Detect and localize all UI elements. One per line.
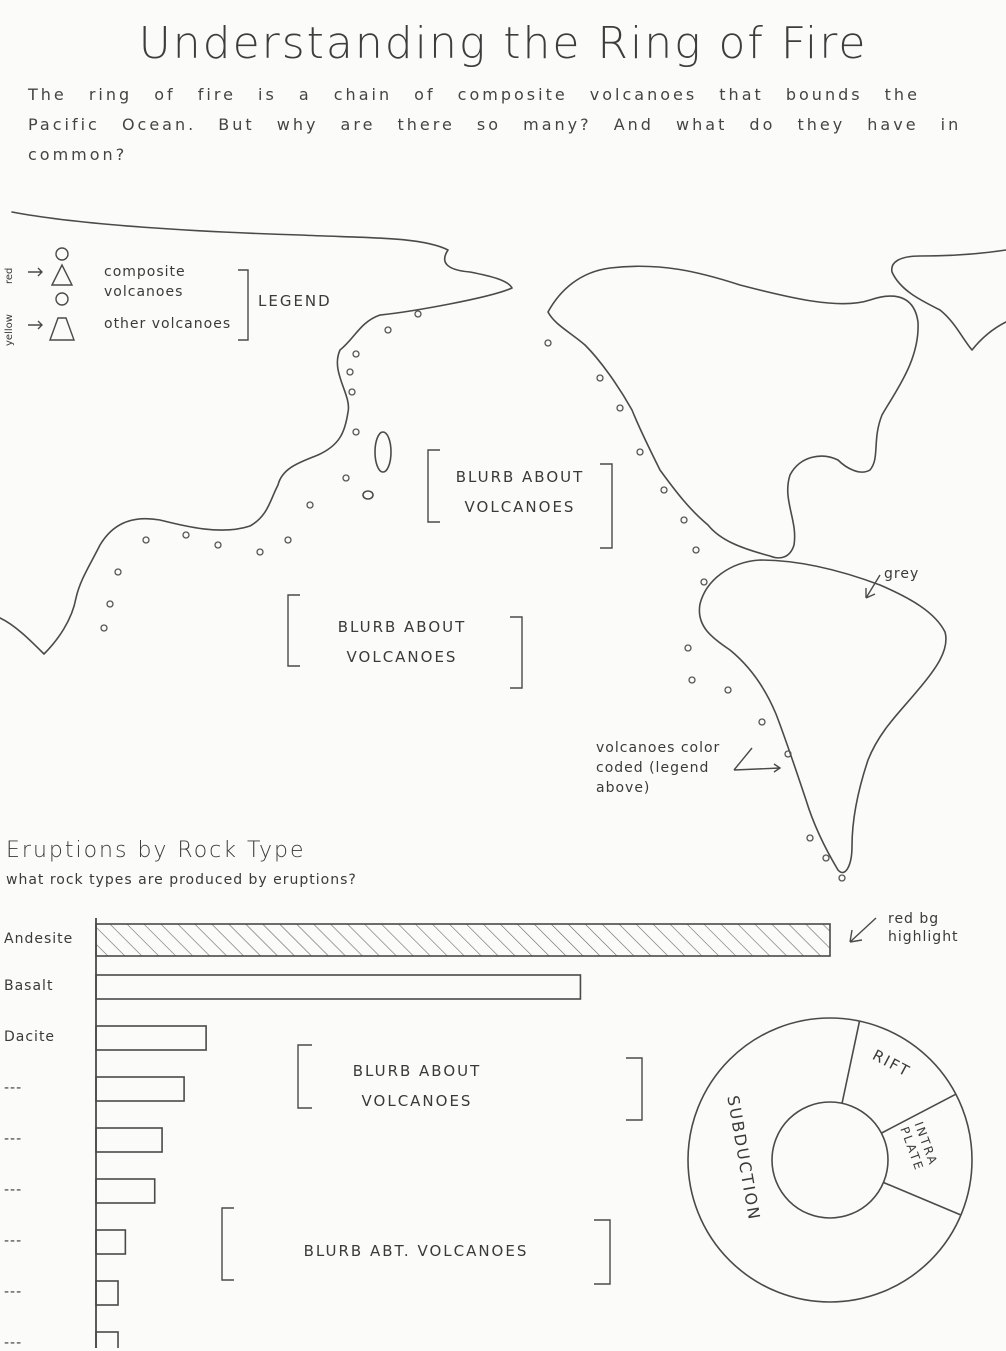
- volcano-dot: [688, 676, 696, 684]
- volcano-dot: [680, 516, 688, 524]
- bar-label: ---: [4, 1080, 23, 1096]
- donut-slice-divider: [883, 1181, 962, 1216]
- blurb-bracket-left: [427, 449, 440, 523]
- page-title: Understanding the Ring of Fire: [138, 18, 868, 69]
- rock-chart-title: Eruptions by Rock Type: [6, 838, 306, 863]
- legend-yellow-note: yellow: [4, 314, 15, 346]
- bar-andesite: [95, 923, 831, 957]
- legend-arrow-icon: [28, 320, 43, 330]
- other-plume-icon: [55, 292, 69, 306]
- volcano-dot: [346, 368, 354, 376]
- chart-blurb-bracket-left: [221, 1207, 234, 1281]
- blurb-bracket-left: [287, 594, 300, 667]
- bar-label: Basalt: [4, 978, 54, 994]
- volcano-color-note: volcanoes color coded (legend above): [596, 740, 721, 796]
- donut-inner-ring: [771, 1101, 889, 1219]
- volcano-dot: [544, 339, 552, 347]
- donut-slice-divider: [881, 1093, 957, 1134]
- bar-label: Andesite: [4, 931, 74, 947]
- legend-other-label: other volcanoes: [104, 316, 232, 332]
- volcano-dot: [724, 686, 732, 694]
- volcano-dot: [106, 600, 114, 608]
- bar-label: ---: [4, 1335, 23, 1351]
- volcano-dot: [838, 874, 846, 882]
- chart-blurb-bracket-right: [626, 1057, 643, 1121]
- legend-heading: LEGEND: [258, 292, 332, 310]
- rock-chart-subtitle: what rock types are produced by eruption…: [6, 872, 357, 888]
- volcano-dot: [142, 536, 150, 544]
- volcano-dot: [414, 310, 422, 318]
- volcano-dot: [822, 854, 830, 862]
- europe-coastline: [891, 249, 1006, 351]
- grey-note-arrow-icon: [865, 574, 881, 599]
- bar-dacite: [95, 1025, 207, 1051]
- volcano-dot: [596, 374, 604, 382]
- chart-blurb-1: BLURB ABOUT VOLCANOES: [352, 1062, 482, 1110]
- volcano-dot: [342, 474, 350, 482]
- volcano-dot: [100, 624, 108, 632]
- bar-unlabeled-4: [95, 1127, 163, 1153]
- composite-volcano-icon: [50, 263, 74, 286]
- chart-blurb-bracket-left: [297, 1044, 312, 1109]
- volcano-dot: [616, 404, 624, 412]
- bar-unlabeled-8: [95, 1331, 119, 1348]
- legend-red-note: red: [4, 267, 15, 284]
- volcano-dot: [284, 536, 292, 544]
- volcano-dot: [348, 388, 356, 396]
- volcano-dot: [660, 486, 668, 494]
- volcano-dot: [352, 428, 360, 436]
- volcano-note-arrow-icon: [733, 747, 782, 773]
- grey-note: grey: [884, 566, 920, 582]
- south-america-coastline: [698, 559, 947, 874]
- volcano-dot: [182, 531, 190, 539]
- bar-label: ---: [4, 1131, 23, 1147]
- volcano-dot: [684, 644, 692, 652]
- donut-outer-ring: [687, 1017, 973, 1303]
- bar-label: ---: [4, 1233, 23, 1249]
- asia-coastline: [0, 211, 513, 655]
- volcano-dot: [306, 501, 314, 509]
- legend-composite-label: composite volcanoes: [104, 264, 186, 300]
- bar-label: Dacite: [4, 1029, 56, 1045]
- volcano-dot: [256, 548, 264, 556]
- chart-blurb-bracket-right: [594, 1219, 611, 1285]
- bar-unlabeled-3: [95, 1076, 185, 1102]
- bar-unlabeled-7: [95, 1280, 119, 1306]
- volcano-dot: [636, 448, 644, 456]
- map-blurb-2: BLURB ABOUT VOLCANOES: [337, 618, 467, 666]
- map-blurb-1: BLURB ABOUT VOLCANOES: [455, 468, 585, 516]
- bar-unlabeled-6: [95, 1229, 127, 1255]
- legend-bracket: [238, 269, 249, 341]
- chart-blurb-2: BLURB ABT. VOLCANOES: [303, 1242, 529, 1260]
- volcano-dot: [758, 718, 766, 726]
- legend-arrow-icon: [28, 267, 43, 277]
- blurb-bracket-right: [600, 463, 613, 549]
- volcano-dot: [384, 326, 392, 334]
- page-intro: The ring of fire is a chain of composite…: [28, 85, 962, 164]
- volcano-dot: [700, 578, 708, 586]
- composite-plume-icon: [55, 247, 69, 261]
- north-america-coastline: [547, 265, 919, 559]
- japan-island: [374, 431, 392, 473]
- blurb-bracket-right: [510, 616, 523, 689]
- bar-basalt: [95, 974, 582, 1000]
- volcano-dot: [352, 350, 360, 358]
- small-island: [362, 490, 374, 500]
- bar-unlabeled-5: [95, 1178, 156, 1204]
- other-volcano-icon: [49, 317, 75, 341]
- volcano-dot: [114, 568, 122, 576]
- donut-slice-divider: [841, 1020, 861, 1104]
- volcano-dot: [784, 750, 792, 758]
- volcano-dot: [214, 541, 222, 549]
- bar-label: ---: [4, 1284, 23, 1300]
- highlight-arrow-icon: [849, 917, 877, 943]
- highlight-note: red bg highlight: [888, 911, 959, 945]
- volcano-dot: [806, 834, 814, 842]
- volcano-dot: [692, 546, 700, 554]
- bar-label: ---: [4, 1182, 23, 1198]
